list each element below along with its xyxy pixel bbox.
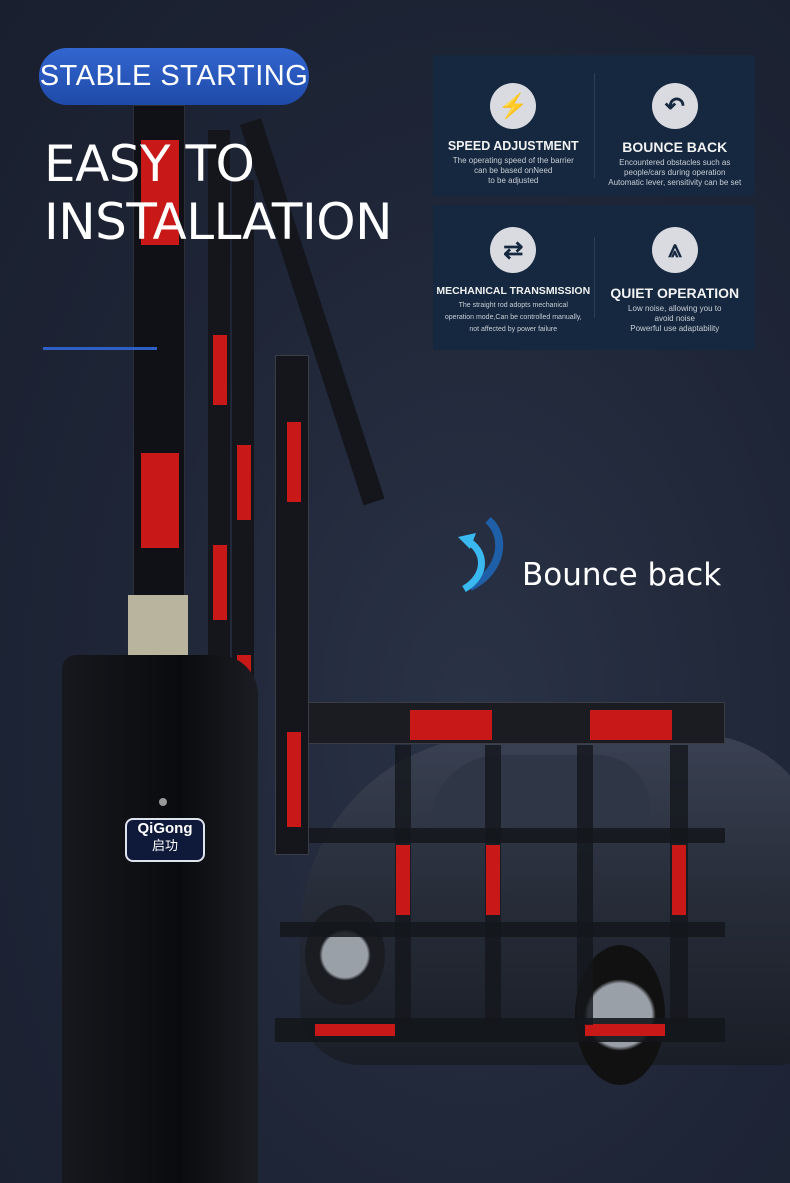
bounce-back-callout: Bounce back xyxy=(458,515,721,595)
swap-arrows-icon: ⇄ xyxy=(490,227,537,273)
feature-speed-adjustment: ⚡ SPEED ADJUSTMENT The operating speed o… xyxy=(433,55,594,196)
reflective-stripe xyxy=(486,845,500,915)
fence-rail xyxy=(280,922,725,937)
reflective-stripe xyxy=(237,445,251,520)
accent-divider xyxy=(43,347,157,350)
lightning-icon: ⚡ xyxy=(490,83,537,129)
reflective-stripe xyxy=(287,732,301,827)
reflective-stripe xyxy=(213,545,227,620)
road-icon: ⩓ xyxy=(651,227,698,273)
return-arrow-icon: ↶ xyxy=(651,83,698,129)
barrier-cabinet xyxy=(62,655,258,1183)
brand-logo-cn: 启功 xyxy=(151,838,178,853)
folding-arm xyxy=(232,180,254,700)
reflective-stripe xyxy=(315,1024,395,1036)
bounce-back-label: Bounce back xyxy=(522,557,722,593)
cabinet-lock-icon xyxy=(159,798,167,806)
fence-rail xyxy=(300,828,725,843)
reflective-stripe xyxy=(141,453,179,548)
reflective-stripe xyxy=(396,845,410,915)
reflective-stripe xyxy=(672,845,686,915)
stable-starting-badge: STABLE STARTING xyxy=(39,48,309,105)
car-wheel-front xyxy=(305,905,385,1005)
feature-title: MECHANICAL TRANSMISSION xyxy=(436,285,591,297)
feature-title: BOUNCE BACK xyxy=(622,139,728,155)
fence-post xyxy=(577,745,593,1025)
feature-title: QUIET OPERATION xyxy=(610,285,740,301)
title-line: EASY TO xyxy=(44,135,255,193)
title-line: INSTALLATION xyxy=(44,193,392,251)
reflective-stripe xyxy=(585,1024,665,1036)
car-window xyxy=(430,755,650,825)
feature-title: SPEED ADJUSTMENT xyxy=(447,139,579,153)
page-title: EASY TO INSTALLATION xyxy=(44,135,392,251)
brand-logo-text: QiGong xyxy=(137,820,193,837)
feature-bounce-back: ↶ BOUNCE BACK Encountered obstacles such… xyxy=(595,55,756,196)
feature-panel: ⇄ MECHANICAL TRANSMISSION The straight r… xyxy=(433,205,755,350)
feature-quiet-operation: ⩓ QUIET OPERATION Low noise, allowing yo… xyxy=(595,205,756,350)
reflective-stripe xyxy=(213,335,227,405)
reflective-stripe xyxy=(141,140,179,245)
feature-mechanical-transmission: ⇄ MECHANICAL TRANSMISSION The straight r… xyxy=(433,205,594,350)
bounce-arrow-icon xyxy=(458,516,504,593)
brand-logo: QiGong 启功 xyxy=(125,818,205,862)
feature-panel: ⚡ SPEED ADJUSTMENT The operating speed o… xyxy=(433,55,755,196)
reflective-stripe xyxy=(287,422,301,502)
mount-plate xyxy=(128,595,188,660)
reflective-stripe xyxy=(410,710,492,740)
reflective-stripe xyxy=(590,710,672,740)
